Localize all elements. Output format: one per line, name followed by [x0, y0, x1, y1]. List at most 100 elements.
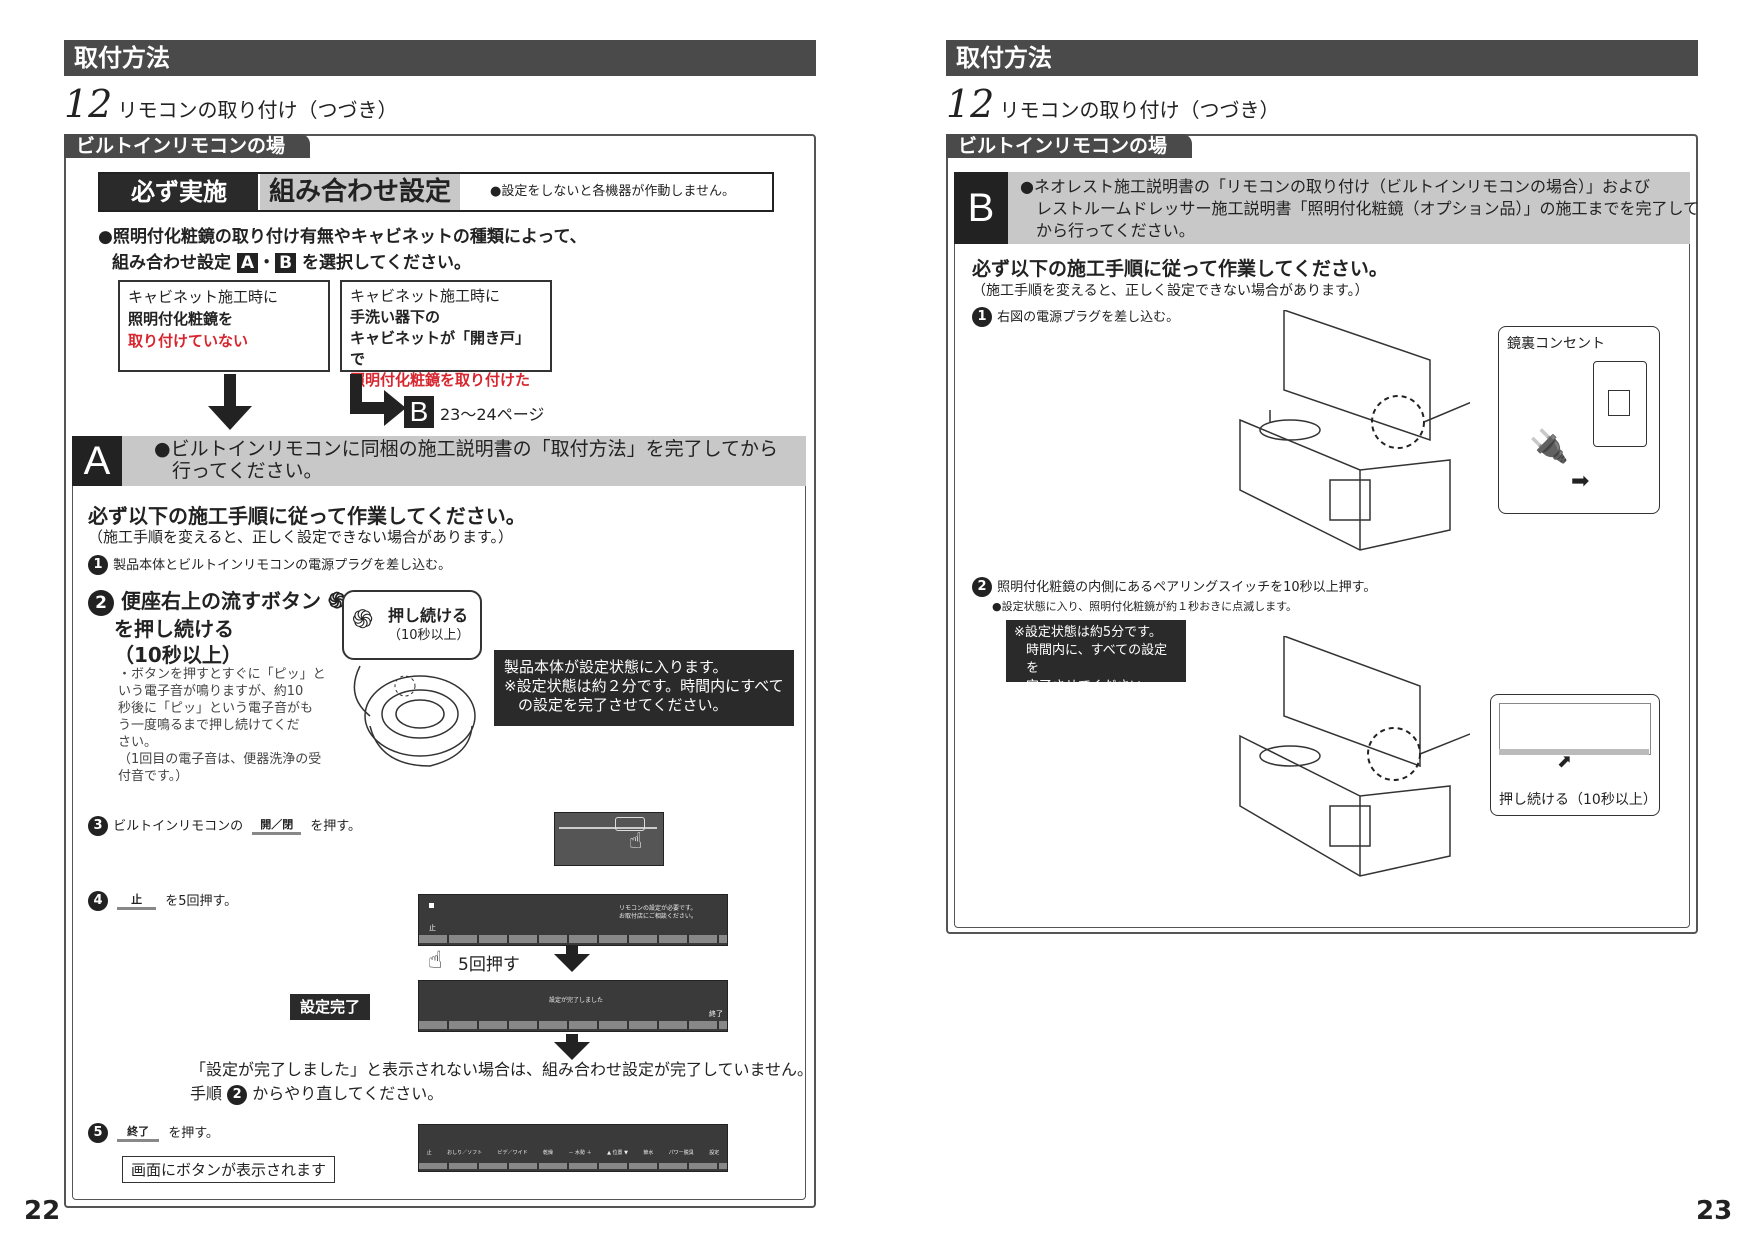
- section-b-letter: B: [954, 172, 1008, 244]
- open-close-button-ref: 開／閉: [252, 816, 302, 835]
- right-step-number: 12: [946, 82, 995, 126]
- option-box-b: キャビネット施工時に 手洗い器下の キャビネットが「開き戸」で 照明付化粧鏡を取…: [340, 280, 552, 389]
- left-header: 取付方法: [64, 40, 816, 76]
- end-button-ref: 終了: [117, 1123, 160, 1142]
- intro-a-badge: A: [236, 253, 259, 273]
- panel3-label: 乾燥: [543, 1150, 554, 1156]
- combo-banner: 必ず実施 組み合わせ設定 ●設定をしないと各機器が作動しません。: [98, 172, 774, 212]
- right-follow-note: （施工手順を変えると、正しく設定できない場合があります。）: [972, 283, 1369, 299]
- right-step-heading: 12 リモコンの取り付け（つづき）: [946, 82, 1279, 126]
- s4-text: を5回押す。: [165, 894, 238, 909]
- s2-note4: う一度鳴るまで押し続けてくだ: [118, 718, 300, 733]
- pointing-hand-icon: ☝: [629, 829, 643, 854]
- s2-note5: さい。: [118, 735, 158, 750]
- left-step3-num: 3: [88, 815, 108, 836]
- left-tab-text: ビルトインリモコンの場合: [76, 135, 286, 181]
- mirror-edge: [1499, 749, 1649, 755]
- right-step1-text: 右図の電源プラグを差し込む。: [997, 310, 1180, 325]
- push-arrow-icon: ➡: [1571, 469, 1590, 494]
- press-hold-label: 押し続ける（10秒以上）: [1499, 792, 1657, 808]
- b-text-line1: ●ネオレスト施工説明書の「リモコンの取り付け（ビルトインリモコンの場合）」および: [1020, 177, 1650, 196]
- box1-line1: キャビネット施工時に: [128, 288, 279, 306]
- panel3-label: パワー脱臭: [668, 1150, 694, 1156]
- remote-line: [559, 827, 657, 829]
- b-jump-badge: B: [404, 396, 434, 428]
- panel3-label: 節水: [643, 1150, 654, 1156]
- dark-line3: 完了させてください。: [1026, 679, 1156, 694]
- panel3-label: おしり／ソフト: [447, 1150, 483, 1156]
- a-text-line2: 行ってください。: [172, 460, 323, 482]
- section-a-text: ●ビルトインリモコンに同梱の施工説明書の「取付方法」を完了してから 行ってくださ…: [154, 438, 778, 482]
- left-step3: 3 ビルトインリモコンの 開／閉 を押す。: [88, 815, 361, 836]
- option-box-a: キャビネット施工時に 照明付化粧鏡を 取り付けていない: [118, 280, 330, 372]
- combo-note: ●設定をしないと各機器が作動しません。: [490, 184, 735, 199]
- right-frame: [946, 134, 1698, 934]
- mirror-inner-view: [1499, 703, 1651, 755]
- panel1-indicator: [429, 903, 434, 908]
- remote-panel-1: リモコンの設定が必要です。 お取付店にご相談ください。 止: [418, 894, 728, 946]
- panel2-keys: [419, 1021, 727, 1029]
- right-step2-num: 2: [972, 576, 992, 597]
- left-step-number: 12: [64, 82, 113, 126]
- bubble-line2: （10秒以上）: [388, 628, 470, 643]
- box2-line4: 照明付化粧鏡を取り付けた: [350, 371, 531, 389]
- combo-title: 組み合わせ設定: [260, 174, 460, 210]
- bubble-line1: 押し続ける: [388, 606, 469, 625]
- right-step-title: リモコンの取り付け（つづき）: [999, 98, 1280, 122]
- left-step5-num: 5: [88, 1122, 108, 1143]
- setting-dark-box: 製品本体が設定状態に入ります。 ※設定状態は約２分です。時間内にすべて の設定を…: [494, 650, 794, 726]
- panel3-labels: 止 おしり／ソフト ビデ／ワイド 乾燥 － 水勢 ＋ ▲ 位置 ▼ 節水 パワー…: [419, 1149, 727, 1156]
- hand-flush-icon: ֍: [352, 605, 374, 635]
- s2-note6: （1回目の電子音は、便器洗浄の受: [118, 752, 322, 767]
- right-dark-box: ※設定状態は約5分です。 時間内に、すべての設定を 完了させてください。: [1006, 620, 1186, 694]
- right-follow-title: 必ず以下の施工手順に従って作業してください。: [972, 258, 1388, 280]
- panel1-keys: [419, 935, 727, 943]
- push-up-arrow-icon: ⬈: [1557, 751, 1573, 772]
- flush-icon: ֍: [327, 589, 346, 614]
- s2-line2: を押し続ける: [114, 616, 234, 641]
- b-text-line3: から行ってください。: [1036, 221, 1195, 240]
- left-step5: 5 終了 を押す。: [88, 1122, 219, 1143]
- intro-line2b: を選択してください。: [301, 253, 471, 273]
- right-header-text: 取付方法: [956, 44, 1052, 72]
- outlet-plate: [1593, 361, 1647, 447]
- b-jump-pages: 23〜24ページ: [440, 405, 545, 424]
- right-page-number: 23: [1696, 1196, 1733, 1226]
- panel3-label: 止: [426, 1150, 432, 1156]
- fail-line2b: からやり直してください。: [252, 1084, 444, 1103]
- left-follow-title: 必ず以下の施工手順に従って作業してください。: [88, 504, 526, 528]
- s3-text-a: ビルトインリモコンの: [113, 819, 244, 834]
- panel3-label: ▲ 位置 ▼: [607, 1150, 628, 1156]
- arrow-down-to-a: [208, 374, 252, 430]
- left-step-heading: 12 リモコンの取り付け（つづき）: [64, 82, 397, 126]
- section-b-text: ●ネオレスト施工説明書の「リモコンの取り付け（ビルトインリモコンの場合）」および…: [1020, 176, 1699, 242]
- left-step2-num: 2: [88, 589, 114, 616]
- box2-line2: 手洗い器下の: [350, 308, 441, 326]
- setting-line2: ※設定状態は約２分です。時間内にすべて: [504, 677, 784, 695]
- outlet-label: 鏡裏コンセント: [1507, 336, 1605, 352]
- plug-icon: 🔌: [1529, 427, 1569, 465]
- stop-button-ref: 止: [117, 891, 157, 910]
- a-text-line1: ●ビルトインリモコンに同梱の施工説明書の「取付方法」を完了してから: [154, 438, 779, 460]
- right-step2: 2 照明付化粧鏡の内側にあるペアリングスイッチを10秒以上押す。: [972, 576, 1376, 597]
- press-bubble: ֍ 押し続ける （10秒以上）: [342, 590, 482, 660]
- panel3-label: ビデ／ワイド: [497, 1150, 528, 1156]
- remote-illustration: ☝: [554, 812, 664, 866]
- right-step2-note: ●設定状態に入り、照明付化粧鏡が約１秒おきに点滅します。: [992, 600, 1298, 613]
- s2-note7: 付音です。）: [118, 769, 189, 784]
- left-page-number: 22: [24, 1196, 61, 1226]
- tap-hand-icon: ☝: [428, 946, 443, 974]
- dark-line1: ※設定状態は約5分です。: [1014, 625, 1162, 640]
- arrow-down-2: [554, 1034, 590, 1060]
- right-step2-text: 照明付化粧鏡の内側にあるペアリングスイッチを10秒以上押す。: [997, 580, 1377, 595]
- s5-text: を押す。: [168, 1126, 219, 1141]
- must-label: 必ず実施: [100, 174, 258, 210]
- outlet-callout: 鏡裏コンセント 🔌 ➡: [1498, 326, 1660, 514]
- panel2-msg: 設定が完了しました: [549, 997, 604, 1004]
- panel1-msg2: お取付店にご相談ください。: [619, 913, 697, 920]
- outlet-socket: [1608, 390, 1630, 416]
- setting-complete-label: 設定完了: [290, 994, 370, 1020]
- panel2-end: 終了: [709, 1010, 723, 1018]
- remote-panel-2: 設定が完了しました 終了: [418, 980, 728, 1032]
- s2-note3: 秒後に「ピッ」という電子音がも: [118, 701, 314, 716]
